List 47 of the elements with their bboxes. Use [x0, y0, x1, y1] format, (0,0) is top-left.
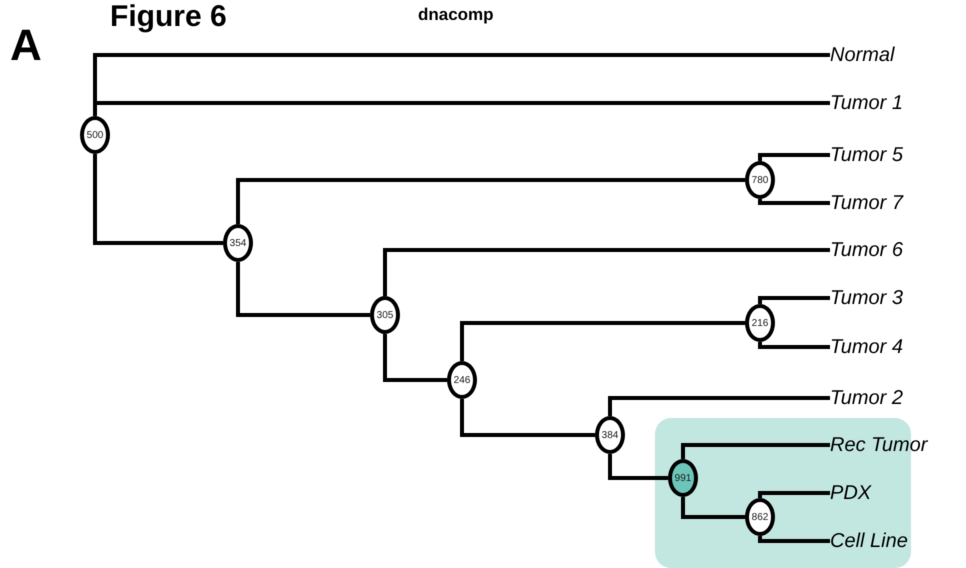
figure-title: Figure 6 [110, 2, 227, 32]
tree-branch [460, 399, 595, 437]
node-value: 246 [454, 374, 470, 386]
leaf-label: Tumor 6 [830, 237, 903, 263]
tree-branch [236, 178, 745, 224]
leaf-label: Tumor 3 [830, 285, 903, 311]
node-value: 991 [674, 472, 692, 484]
tree-branch [758, 536, 830, 543]
node-circle [80, 116, 110, 154]
leaf-label: Normal [830, 42, 894, 68]
tree-branch [758, 296, 830, 304]
node-circle [745, 304, 775, 342]
tree-branch [758, 491, 830, 498]
leaf-label: Tumor 2 [830, 385, 903, 411]
node-circle [223, 224, 253, 262]
node-value: 354 [230, 238, 246, 248]
leaf-label: Tumor 7 [830, 190, 903, 216]
node-value: 305 [376, 310, 394, 320]
leaf-label: Rec Tumor [830, 432, 928, 458]
leaf-label: Tumor 1 [830, 90, 903, 116]
node-circle [447, 361, 477, 399]
tree-branch [236, 262, 370, 317]
node-value: 500 [86, 130, 104, 140]
node-circle [745, 161, 775, 199]
method-label: dnacomp [418, 6, 494, 23]
leaf-label: Tumor 4 [830, 334, 903, 360]
leaf-label: Cell Line [830, 528, 908, 554]
node-circle [370, 296, 400, 334]
tree-branch [681, 497, 745, 519]
node-value: 216 [752, 318, 768, 328]
tree-branch [460, 321, 745, 361]
node-value: 862 [752, 512, 768, 522]
tree-branch [383, 334, 447, 382]
tree-branch [758, 342, 830, 349]
tree-branch [93, 154, 223, 245]
tree-branch [758, 153, 830, 161]
node-value: 780 [752, 174, 768, 186]
tree-branch [608, 396, 830, 416]
tree-branch [383, 248, 830, 296]
node-circle [595, 416, 625, 454]
panel-letter: A [10, 24, 42, 68]
tree-branch [608, 454, 668, 480]
tree-branch [681, 443, 830, 459]
tree-branch [758, 199, 830, 205]
leaf-label: Tumor 5 [830, 142, 903, 168]
node-value: 384 [602, 430, 618, 440]
leaf-label: PDX [830, 480, 872, 506]
